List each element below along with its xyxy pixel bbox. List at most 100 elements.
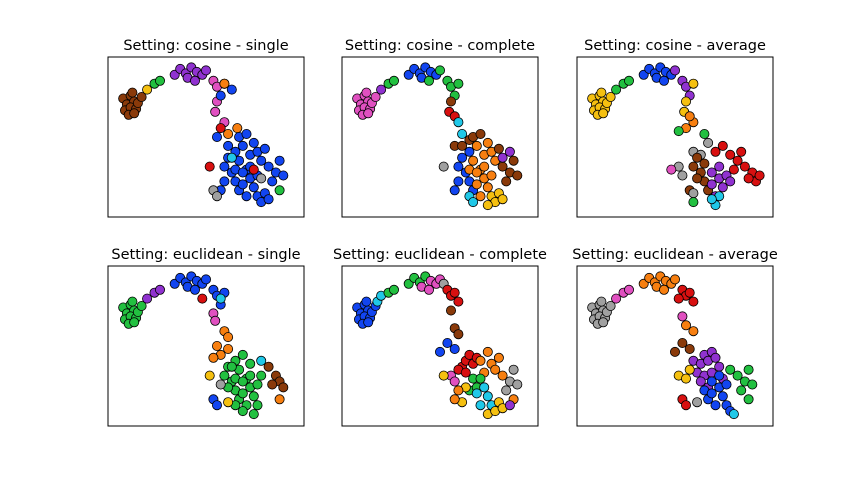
data-point-cyan [453, 117, 464, 128]
panel-title: Setting: cosine - average [584, 38, 766, 54]
data-point-blue [248, 182, 259, 193]
scatter-panel-5: Setting: euclidean - complete [333, 247, 547, 427]
data-point-cyan [256, 355, 267, 366]
data-point-red [732, 155, 743, 166]
data-point-orange [453, 385, 464, 396]
data-point-blue [464, 146, 475, 157]
data-point-orange [274, 394, 285, 405]
data-point-red [197, 293, 208, 304]
data-point-blue [453, 161, 464, 172]
data-point-red [204, 161, 215, 172]
data-point-blue [259, 143, 270, 154]
data-point-red [728, 164, 739, 175]
data-point-gold [142, 84, 153, 95]
data-point-orange [493, 352, 504, 363]
data-point-blue [226, 84, 237, 95]
data-point-blue [223, 140, 234, 151]
data-point-green [237, 349, 248, 360]
data-point-brown [699, 158, 710, 169]
data-point-gold [681, 96, 692, 107]
data-point-cyan [226, 152, 237, 163]
scatter-panel-3: Setting: cosine - average [576, 38, 774, 218]
data-point-gray [605, 300, 616, 311]
data-point-blue [237, 167, 248, 178]
axes-frame [341, 56, 539, 218]
data-point-red [710, 146, 721, 157]
data-point-orange [482, 182, 493, 193]
data-point-blue [237, 179, 248, 190]
data-point-cyan [471, 388, 482, 399]
data-point-gray [211, 191, 222, 202]
data-point-orange [490, 364, 501, 375]
panel-title: Setting: euclidean - single [111, 247, 300, 263]
data-point-red [754, 170, 765, 181]
scatter-panel-6: Setting: euclidean - average [572, 247, 778, 427]
panel-title: Setting: cosine - complete [345, 38, 535, 54]
data-point-magenta [677, 311, 688, 322]
data-point-gray [692, 397, 703, 408]
data-point-gray [703, 137, 714, 148]
data-point-orange [475, 355, 486, 366]
data-point-blue [241, 191, 252, 202]
data-point-blue [453, 176, 464, 187]
data-point-gold [681, 373, 692, 384]
data-point-brown [263, 361, 274, 372]
data-point-blue [274, 155, 285, 166]
data-point-gray [688, 188, 699, 199]
data-point-orange [471, 179, 482, 190]
data-point-orange [670, 274, 681, 285]
data-point-orange [659, 284, 670, 295]
data-point-green [725, 364, 736, 375]
data-point-gold [596, 87, 607, 98]
data-point-orange [482, 137, 493, 148]
data-point-green [732, 370, 743, 381]
data-point-brown [136, 92, 147, 103]
data-point-blue [241, 128, 252, 139]
data-point-gold [497, 194, 508, 205]
scatter-panel-4: Setting: euclidean - single [107, 247, 305, 427]
data-point-green [237, 388, 248, 399]
data-point-blue [442, 337, 453, 348]
data-point-blue [706, 376, 717, 387]
data-point-brown [445, 305, 456, 316]
data-point-green [219, 370, 230, 381]
data-point-brown [129, 108, 140, 119]
data-point-brown [670, 346, 681, 357]
axes-frame [107, 56, 305, 218]
data-point-green [453, 78, 464, 89]
data-point-orange [471, 167, 482, 178]
data-point-green [129, 317, 140, 328]
data-point-cyan [482, 391, 493, 402]
data-point-blue [219, 161, 230, 172]
data-point-blue [211, 400, 222, 411]
panel-title: Setting: cosine - single [123, 38, 288, 54]
data-point-gray [501, 385, 512, 396]
data-point-blue [659, 75, 670, 86]
data-point-gray [598, 317, 609, 328]
data-point-green [673, 126, 684, 137]
data-point-blue [263, 161, 274, 172]
data-point-magenta [611, 293, 622, 304]
data-point-magenta [210, 106, 221, 117]
data-point-blue [710, 400, 721, 411]
data-point-blue [434, 346, 445, 357]
data-point-orange [688, 326, 699, 337]
data-point-orange [486, 170, 497, 181]
data-point-magenta [363, 108, 374, 119]
data-point-green [624, 75, 635, 86]
data-point-orange [219, 78, 230, 89]
data-point-brown [267, 379, 278, 390]
data-point-green [743, 394, 754, 405]
data-point-purple [497, 152, 508, 163]
data-point-blue [457, 152, 468, 163]
axes-frame [341, 265, 539, 427]
data-point-green [434, 65, 445, 76]
data-point-blue [449, 185, 460, 196]
data-point-red [684, 287, 695, 298]
data-point-blue [200, 274, 211, 285]
data-point-magenta [423, 284, 434, 295]
data-point-brown [453, 329, 464, 340]
data-point-orange [497, 370, 508, 381]
data-point-green [611, 84, 622, 95]
